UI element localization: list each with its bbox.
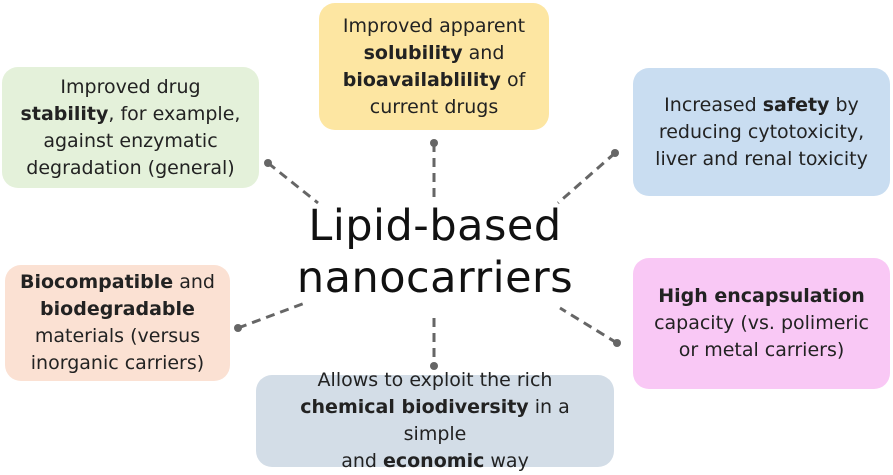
text: current drugs xyxy=(369,95,499,118)
center-title-line-2: nanocarriers xyxy=(296,253,574,303)
box-text-line: Allows to exploit the rich xyxy=(268,367,602,394)
text: way xyxy=(484,450,529,472)
connector-dot-top xyxy=(430,139,438,147)
bold-text: safety xyxy=(762,93,830,116)
box-text: Allows to exploit the rich chemical biodi… xyxy=(268,367,602,475)
box-text-line: capacity (vs. polimeric xyxy=(654,310,869,337)
connector-top-left xyxy=(267,161,319,205)
connector-dot-top-left xyxy=(264,159,272,167)
text: and xyxy=(462,41,505,64)
center-title: Lipid-based nanocarriers xyxy=(270,200,600,304)
text: capacity (vs. polimeric xyxy=(654,312,869,334)
box-text-line: Improved apparent xyxy=(343,13,526,40)
box-text-line: or metal carriers) xyxy=(654,337,869,364)
box-bottom-right: High encapsulation capacity (vs. polimeri… xyxy=(633,258,890,389)
box-text-line: stability, for example, xyxy=(21,101,241,128)
bold-text: solubility xyxy=(363,41,463,64)
text: in a simple xyxy=(403,396,570,445)
text: Improved drug xyxy=(60,75,201,98)
text: Increased xyxy=(664,93,763,116)
text: Improved apparent xyxy=(342,14,526,37)
box-text-line: degradation (general) xyxy=(21,155,241,182)
box-text-line: High encapsulation xyxy=(654,283,869,310)
text: degradation (general) xyxy=(26,156,235,179)
box-bottom: Allows to exploit the rich chemical biodi… xyxy=(256,369,614,472)
box-text: High encapsulation capacity (vs. polimeri… xyxy=(654,283,869,364)
center-title-line-1: Lipid-based xyxy=(308,201,562,251)
connector-bottom-left xyxy=(237,301,306,330)
connector-bottom-right xyxy=(559,306,618,345)
text: , for example, xyxy=(108,102,241,125)
bold-text: biodegradable xyxy=(40,298,195,320)
bold-text: Biocompatible xyxy=(20,271,174,293)
box-text-line: solubility and xyxy=(343,40,526,67)
text: inorganic carriers) xyxy=(30,352,205,374)
box-text-line: and economic way xyxy=(268,448,602,475)
box-text-line: Improved drug xyxy=(21,74,241,101)
box-text-line: liver and renal toxicity xyxy=(655,146,868,173)
text: or metal carriers) xyxy=(678,339,845,361)
text: of xyxy=(500,68,526,91)
bold-text: stability xyxy=(20,102,109,125)
bold-text: bioavailablility xyxy=(342,68,501,91)
connector-dot-top-right xyxy=(611,149,619,157)
bold-text: economic xyxy=(382,450,485,472)
box-text-line: reducing cytotoxicity, xyxy=(655,119,868,146)
connector-dot-bottom-left xyxy=(234,324,242,332)
text: by xyxy=(829,93,859,116)
bold-text: High encapsulation xyxy=(658,285,865,307)
box-text-line: Increased safety by xyxy=(655,92,868,119)
box-text-line: inorganic carriers) xyxy=(20,350,215,377)
box-text-line: current drugs xyxy=(343,94,526,121)
connector-dot-bottom-right xyxy=(613,339,621,347)
text: and xyxy=(173,271,215,293)
text: liver and renal toxicity xyxy=(655,147,868,170)
box-text-line: materials (versus xyxy=(20,323,215,350)
text: against enzymatic xyxy=(43,129,218,152)
bold-text: chemical biodiversity xyxy=(300,396,529,418)
text: and xyxy=(341,450,383,472)
text: materials (versus xyxy=(34,325,201,347)
box-text-line: against enzymatic xyxy=(21,128,241,155)
text: reducing cytotoxicity, xyxy=(658,120,865,143)
connector-dot-bottom xyxy=(430,362,438,370)
connector-top-right xyxy=(557,151,616,205)
box-text-line: Biocompatible and xyxy=(20,269,215,296)
box-text-line: bioavailablility of xyxy=(343,67,526,94)
box-text-line: chemical biodiversity in a simple xyxy=(268,394,602,448)
text: Allows to exploit the rich xyxy=(317,369,553,391)
box-text-line: biodegradable xyxy=(20,296,215,323)
